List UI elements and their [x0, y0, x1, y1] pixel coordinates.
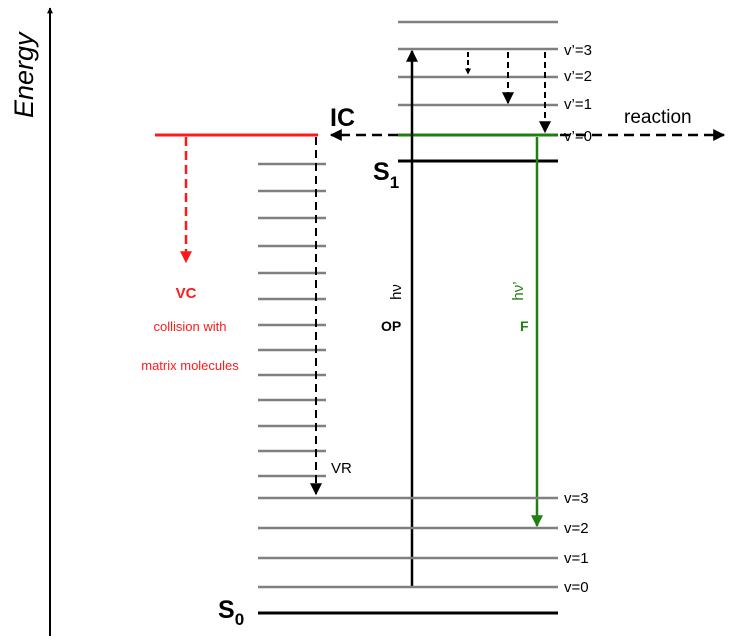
vc-desc-line2: matrix molecules: [141, 358, 239, 373]
s1-label: S1: [373, 158, 399, 192]
fluorescence-symbol: hν’: [510, 281, 527, 300]
energy-axis-label: Energy: [9, 31, 39, 118]
vr-label: VR: [331, 460, 352, 477]
vib-label-lower-2: v=2: [564, 520, 589, 537]
vib-label-upper-0: v’=0: [564, 128, 592, 145]
vib-label-lower-3: v=3: [564, 490, 589, 507]
vc-label: VC: [176, 285, 197, 302]
ic-label: IC: [330, 104, 355, 132]
s0-label: S0: [218, 596, 244, 629]
left-vib-ladder: [258, 162, 326, 478]
absorption-symbol: hν: [388, 284, 405, 300]
vib-label-lower-0: v=0: [564, 579, 589, 596]
vib-label-upper-2: v’=2: [564, 68, 592, 85]
vib-label-upper-3: v’=3: [564, 42, 592, 59]
absorption-label: OP: [381, 318, 401, 334]
vc-desc-line1: collision with: [154, 319, 227, 334]
vib-label-upper-1: v’=1: [564, 96, 592, 113]
vib-label-lower-1: v=1: [564, 550, 589, 567]
reaction-label: reaction: [624, 107, 692, 128]
fluorescence-label: F: [520, 318, 529, 334]
